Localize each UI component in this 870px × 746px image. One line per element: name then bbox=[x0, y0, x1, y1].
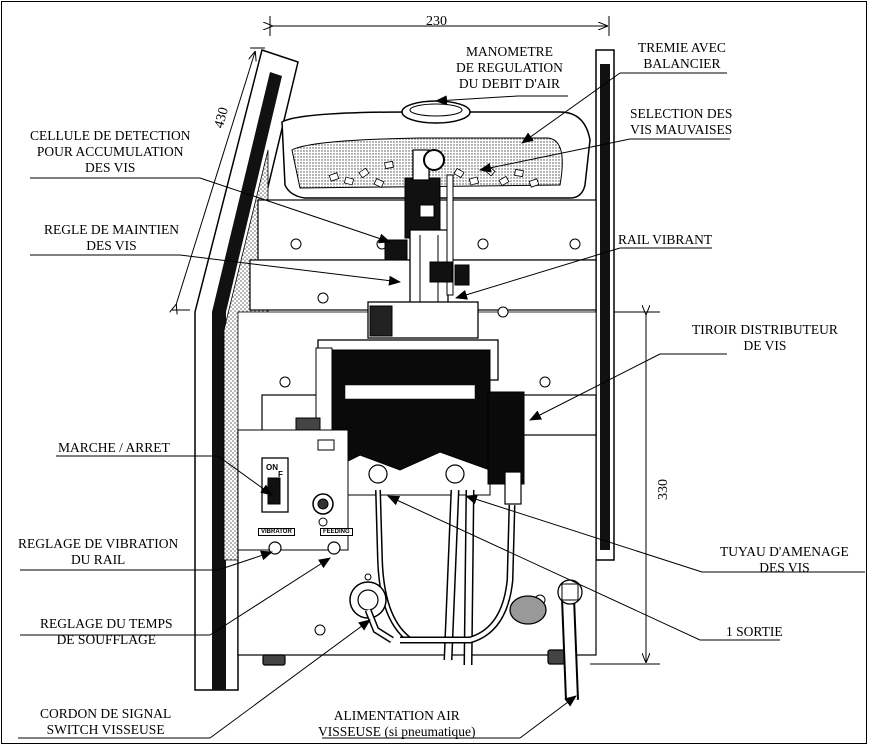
signal-connector bbox=[349, 573, 394, 643]
svg-text:ON: ON bbox=[266, 463, 278, 472]
leader-lines bbox=[18, 72, 865, 739]
distributor-block bbox=[295, 339, 525, 505]
loose-screws bbox=[328, 160, 540, 188]
feeding-knob-label: FEEDING bbox=[320, 528, 353, 536]
tubes bbox=[375, 489, 583, 701]
vibrator-knob-label: VIBRATOR bbox=[258, 528, 295, 536]
dimension-height: 330 bbox=[656, 479, 671, 500]
right-side-wall bbox=[595, 49, 615, 561]
dimension-lines bbox=[172, 16, 660, 665]
label-rail-vibrant: RAIL VIBRANT bbox=[618, 232, 713, 247]
label-sortie: 1 SORTIE bbox=[726, 624, 783, 639]
label-marche-arret: MARCHE / ARRET bbox=[58, 440, 170, 455]
switch-on-text: ON bbox=[266, 463, 278, 472]
dimension-width: 230 bbox=[426, 14, 447, 29]
vibrating-rail bbox=[367, 149, 479, 339]
switch-off-text: F bbox=[278, 470, 283, 479]
